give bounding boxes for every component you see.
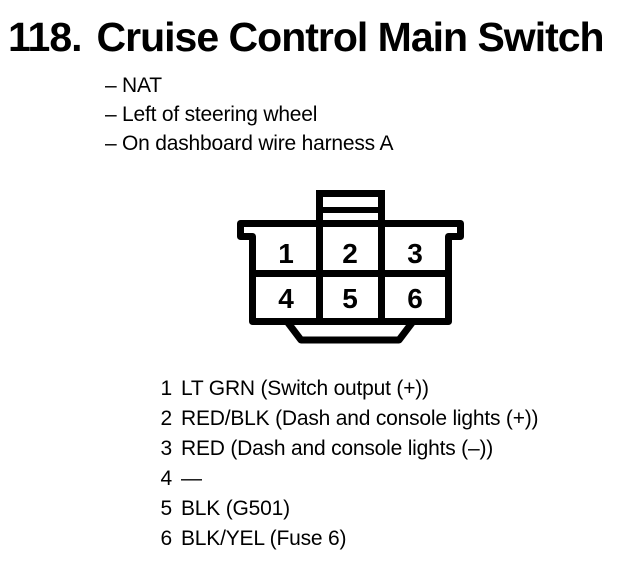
pin-number: 5	[160, 497, 173, 520]
connector-diagram: 1 2 3 4 5 6	[237, 190, 464, 344]
cavity-number-4: 4	[278, 283, 294, 314]
pinout-row: 1 LT GRN (Switch output (+))	[158, 374, 538, 404]
cavity-number-1: 1	[278, 238, 294, 269]
cavity-number-2: 2	[342, 238, 358, 269]
pin-description: RED/BLK (Dash and console lights (+))	[181, 407, 539, 430]
pinout-row: 2 RED/BLK (Dash and console lights (+))	[158, 404, 539, 434]
pin-description: BLK (G501)	[181, 497, 290, 520]
cavity-number-6: 6	[407, 283, 423, 314]
pinout-row: 5 BLK (G501)	[158, 494, 538, 524]
page-title: 118. Cruise Control Main Switch	[8, 14, 605, 60]
pin-number: 4	[160, 467, 173, 490]
pin-description: LT GRN (Switch output (+))	[181, 377, 429, 400]
pin-number: 6	[160, 527, 173, 550]
pinout-row: 6 BLK/YEL (Fuse 6)	[158, 524, 538, 554]
note-dash: –	[105, 103, 117, 126]
pinout-row: 3 RED (Dash and console lights (–))	[158, 434, 538, 464]
connector-bottom-key	[283, 318, 417, 344]
note-dash: –	[105, 132, 117, 155]
pin-number: 1	[160, 377, 173, 400]
pin-number: 3	[160, 437, 173, 460]
note-label: NAT	[122, 74, 162, 97]
pinout-list: 1 LT GRN (Switch output (+)) 2 RED/BLK (…	[158, 374, 539, 554]
note-dash: –	[105, 74, 117, 97]
pin-description: RED (Dash and console lights (–))	[181, 437, 494, 460]
note-item: – Left of steering wheel	[105, 100, 393, 129]
title-number: 118.	[8, 14, 83, 60]
note-label: Left of steering wheel	[122, 103, 318, 126]
title-text: Cruise Control Main Switch	[96, 14, 605, 60]
cavity-number-3: 3	[407, 238, 423, 269]
pinout-row: 4 —	[158, 464, 538, 494]
note-label: On dashboard wire harness A	[122, 132, 394, 155]
connector-figure: 1 2 3 4 5 6	[180, 185, 480, 350]
cavity-number-5: 5	[342, 283, 358, 314]
note-item: – On dashboard wire harness A	[105, 129, 393, 158]
pin-number: 2	[160, 407, 173, 430]
note-item: – NAT	[105, 71, 393, 100]
pin-description: BLK/YEL (Fuse 6)	[181, 527, 347, 550]
pin-description: —	[181, 467, 202, 490]
notes-list: – NAT – Left of steering wheel – On dash…	[105, 71, 393, 158]
